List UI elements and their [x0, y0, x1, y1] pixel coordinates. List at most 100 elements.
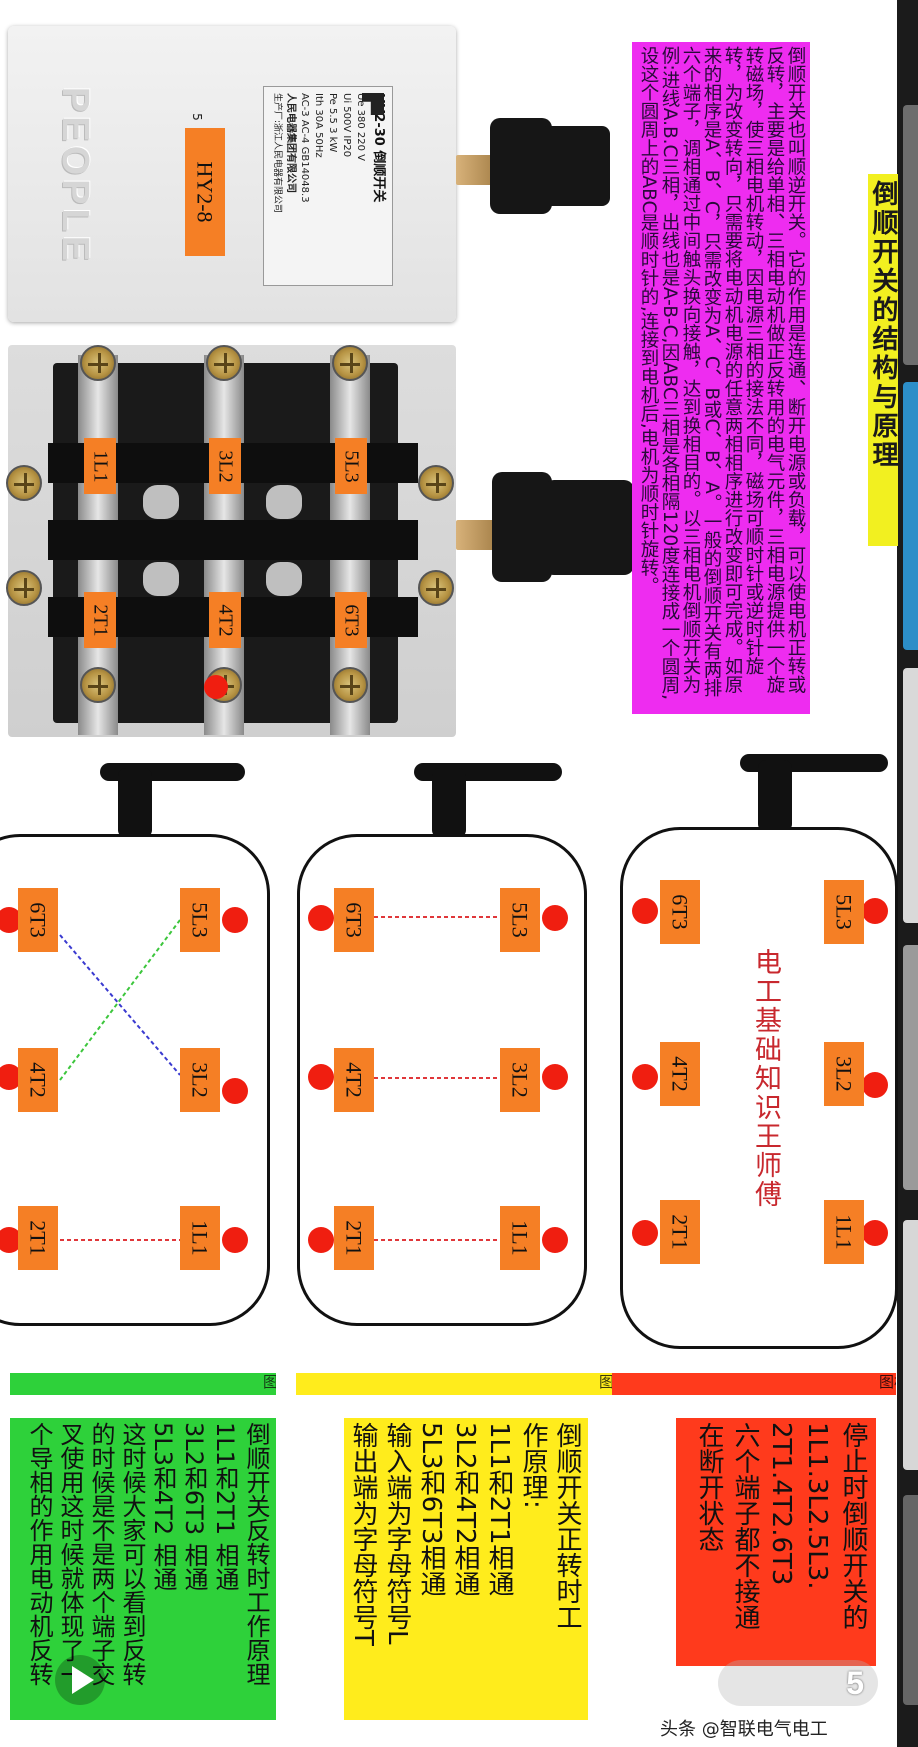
- nameplate-line-5: AC-3 AC-4 GB14048.3: [299, 93, 310, 203]
- reverse-dot-5L3: [222, 907, 248, 933]
- reverse-dot-4T2: [0, 1064, 22, 1090]
- page-number: 5: [846, 1664, 864, 1701]
- contact-2: [266, 485, 302, 519]
- forward-caption-line-4: 3L2和4T2相通: [450, 1422, 480, 1597]
- reverse-caption-line-4: 5L3和4T2 相通: [149, 1422, 177, 1591]
- forward-label-2T1: 2T1: [334, 1206, 374, 1270]
- bottom-knob: [492, 472, 552, 582]
- forward-dot-1L1: [542, 1227, 568, 1253]
- nameplate-line-3: Pe 5.5 3 kW: [327, 93, 338, 153]
- stop-dot-2T1: [632, 1220, 658, 1246]
- reverse-caption-body: 倒顺开关反转时工作原理 1L1和2T1 相通 3L2和6T3 相通 5L3和4T…: [10, 1418, 276, 1720]
- screw-1: [80, 345, 116, 381]
- source-watermark: 头条 @智联电气电工: [660, 1719, 828, 1740]
- stop-caption-line-5: 在断开状态: [694, 1422, 724, 1552]
- reverse-caption-line-6: 的时候是不是两个端子交: [87, 1422, 115, 1686]
- stop-dot-6T3: [632, 898, 658, 924]
- page-title: 倒顺开关的结构与原理: [868, 180, 898, 470]
- forward-caption-body: 倒顺开关正转时工 作原理: 1L1和2T1相通 3L2和4T2相通 5L3和6T…: [344, 1418, 588, 1720]
- nameplate-line-7: 生产厂:浙江人民电器有限公司: [272, 93, 282, 214]
- forward-handle-stem: [432, 768, 466, 838]
- brand-text: PEOPLE: [54, 86, 97, 266]
- model-tag-text: HY2-8: [193, 161, 219, 223]
- description-text: 倒顺开关也叫顺逆开关。它的作用是连通、断开电源或负载，可以使电机正转或反转，主要…: [638, 46, 806, 700]
- stop-label-4T2: 4T2: [660, 1042, 700, 1106]
- stop-label-3L2: 3L2: [824, 1042, 864, 1106]
- reverse-dot-6T3: [0, 907, 22, 933]
- side-thumbnail-3[interactable]: [903, 668, 918, 923]
- stop-caption-line-4: 六个端子都不接通: [730, 1422, 760, 1630]
- model-tag: HY2-8: [185, 128, 225, 256]
- forward-caption-header: 倒顺开关正转内部结构图: [296, 1373, 614, 1395]
- reverse-dot-3L2: [222, 1078, 248, 1104]
- forward-label-5L3: 5L3: [500, 888, 540, 952]
- terminal-label-2T1: 2T1: [84, 592, 116, 648]
- reverse-handle-stem: [118, 768, 152, 838]
- terminal-block-photo: 1L1 3L2 5L3 2T1 4T2 6T3: [6, 345, 456, 737]
- forward-label-6T3: 6T3: [334, 888, 374, 952]
- stop-label-2T1: 2T1: [660, 1200, 700, 1264]
- screw-3: [332, 345, 368, 381]
- terminal-label-5L3: 5L3: [335, 438, 367, 494]
- screw-6: [332, 667, 368, 703]
- side-screw-2: [6, 570, 42, 606]
- top-knob-cap: [540, 126, 610, 206]
- stop-dot-5L3: [862, 898, 888, 924]
- contact-4: [266, 562, 302, 596]
- stop-label-5L3: 5L3: [824, 880, 864, 944]
- forward-caption-line-1: 倒顺开关正转时工: [552, 1422, 582, 1630]
- forward-caption-line-3: 1L1和2T1相通: [484, 1422, 514, 1597]
- bottom-knob-shaft: [456, 520, 496, 550]
- side-thumbnail-2[interactable]: [903, 382, 918, 650]
- forward-dot-4T2: [308, 1064, 334, 1090]
- terminal-label-1L1: 1L1: [84, 438, 116, 494]
- nameplate-content: HY2-30 倒顺开关 Ue 380 220 V Ui 500V IP20 Pe…: [264, 87, 394, 287]
- side-screw-1: [6, 465, 42, 501]
- stop-diagram-watermark: 电工基础知识王师傅: [750, 948, 781, 1209]
- nameplate-line-4: Ith 30A 50Hz: [313, 93, 324, 158]
- forward-label-3L2: 3L2: [500, 1048, 540, 1112]
- reverse-caption-header: 倒顺开关反转时内部结构图: [10, 1373, 276, 1395]
- forward-caption-line-2: 作原理:: [518, 1422, 548, 1509]
- stop-caption-header-text: 倒顺开关停止时内部结构图: [877, 1374, 896, 1389]
- terminal-label-4T2: 4T2: [209, 592, 241, 648]
- side-screw-4: [418, 570, 454, 606]
- forward-caption-line-7: 输出端为字母符号T: [348, 1422, 378, 1646]
- reverse-dot-2T1: [0, 1227, 22, 1253]
- side-thumbnail-6[interactable]: [903, 1495, 918, 1705]
- play-button[interactable]: [55, 1655, 105, 1705]
- description-panel: 倒顺开关也叫顺逆开关。它的作用是连通、断开电源或负载，可以使电机正转或反转，主要…: [632, 42, 810, 714]
- forward-dot-3L2: [542, 1064, 568, 1090]
- forward-caption-line-5: 5L3和6T3相通: [416, 1422, 446, 1597]
- nameplate-line-2: Ui 500V IP20: [341, 93, 352, 158]
- reverse-caption-line-5: 这时候大家可以看到反转: [118, 1422, 146, 1686]
- side-thumbnail-5[interactable]: [903, 1220, 918, 1470]
- contact-1: [143, 485, 179, 519]
- stop-dot-4T2: [632, 1064, 658, 1090]
- nameplate-line-1: Ue 380 220 V: [355, 93, 366, 162]
- bottom-knob-cap: [544, 480, 634, 575]
- terminal-label-3L2: 3L2: [209, 438, 241, 494]
- play-icon: [72, 1666, 94, 1694]
- forward-dot-5L3: [542, 905, 568, 931]
- reverse-label-5L3: 5L3: [180, 888, 220, 952]
- stop-caption-line-3: 2T1.4T2.6T3: [766, 1422, 796, 1586]
- reverse-dot-1L1: [222, 1227, 248, 1253]
- side-thumbnail-4[interactable]: [903, 945, 918, 1190]
- stop-label-1L1: 1L1: [824, 1200, 864, 1264]
- reverse-label-3L2: 3L2: [180, 1048, 220, 1112]
- switch-box-photo: PEOPLE 5 HY2-8 HY2-30 倒顺开关 Ue 380 220 V …: [8, 26, 456, 322]
- terminal-label-6T3: 6T3: [335, 592, 367, 648]
- stop-label-6T3: 6T3: [660, 880, 700, 944]
- terminal-bar-2: [48, 520, 418, 560]
- page-title-strip: 倒顺开关的结构与原理: [868, 174, 898, 546]
- stop-caption-line-2: 1L1.3L2.5L3.: [802, 1422, 832, 1590]
- top-knob-shaft: [456, 155, 496, 185]
- brand-emboss: PEOPLE: [47, 81, 103, 271]
- nameplate-small-number: 5: [189, 113, 204, 121]
- reverse-label-4T2: 4T2: [18, 1048, 58, 1112]
- reverse-caption-header-text: 倒顺开关反转时内部结构图: [261, 1374, 276, 1389]
- stop-dot-1L1: [862, 1220, 888, 1246]
- stop-caption-body: 停止时倒顺开关的 1L1.3L2.5L3. 2T1.4T2.6T3 六个端子都不…: [676, 1418, 876, 1666]
- side-thumbnail-1[interactable]: [903, 105, 918, 365]
